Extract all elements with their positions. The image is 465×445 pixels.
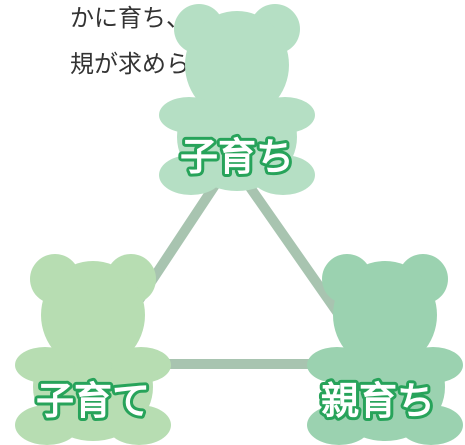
bear-right: 親育ち bbox=[307, 254, 463, 445]
bear-left: 子育て bbox=[15, 254, 171, 445]
label-oyasodachi: 親育ち bbox=[321, 379, 435, 423]
intro-text: かに育ち、 規が求めら bbox=[0, 0, 190, 90]
label-kosodachi: 子育ち bbox=[180, 135, 294, 179]
bear-top: 子育ち bbox=[159, 4, 315, 195]
intro-line-2: 規が求めら bbox=[70, 50, 190, 78]
label-kosodate: 子育て bbox=[36, 379, 150, 423]
intro-line-1: かに育ち、 bbox=[70, 4, 190, 32]
